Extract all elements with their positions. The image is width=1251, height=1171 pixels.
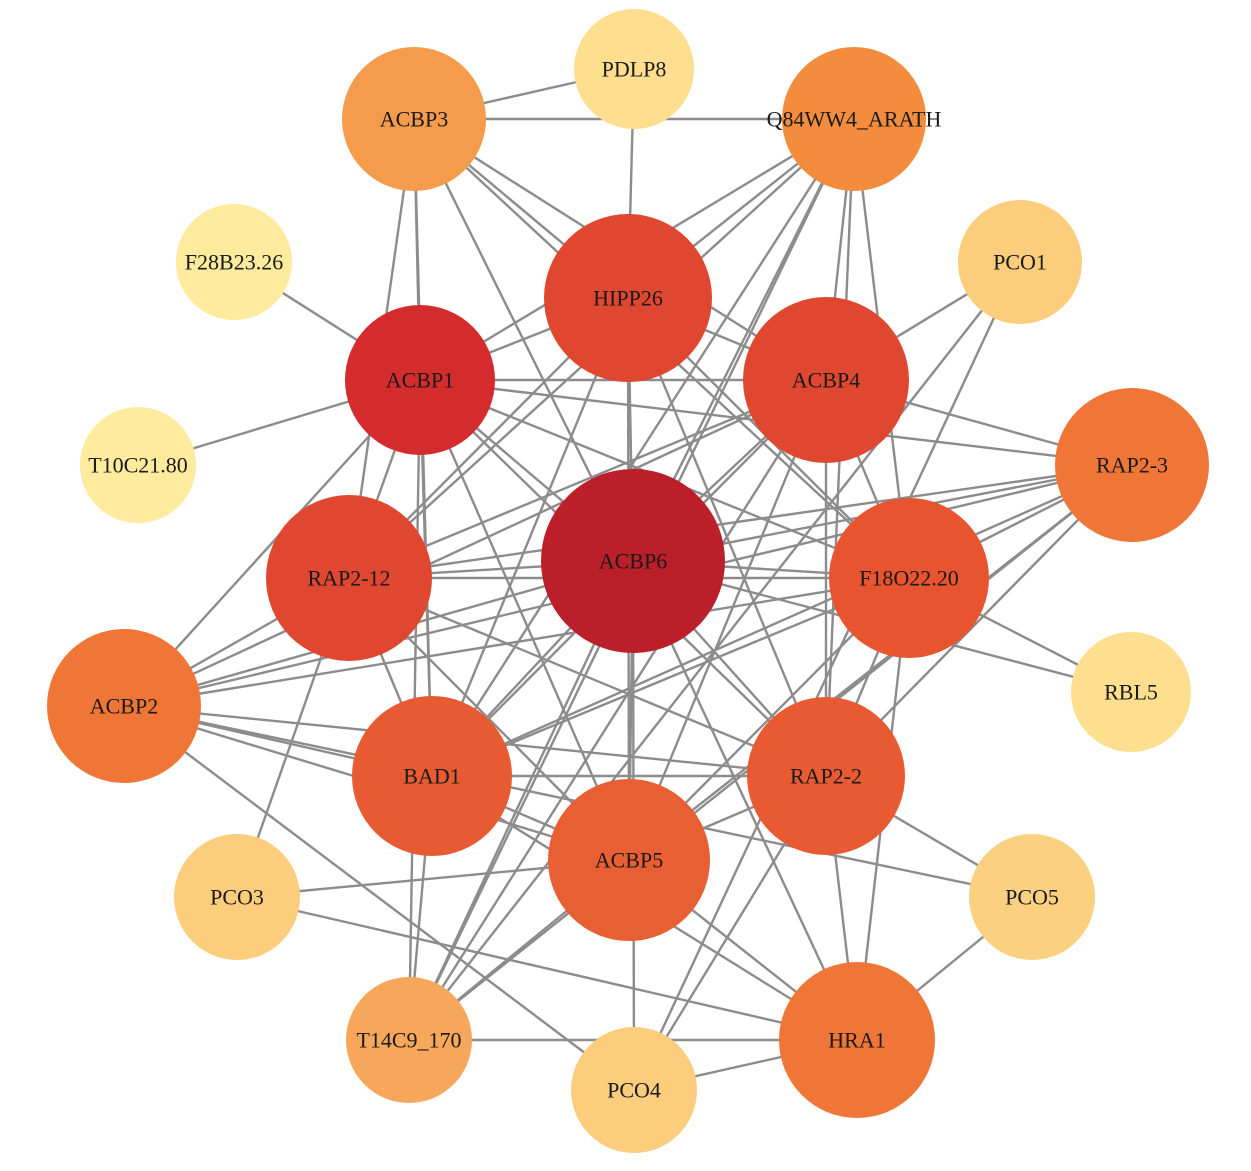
node-label: ACBP4 [792,368,860,393]
node-label: PCO5 [1005,885,1059,910]
node-acbp4[interactable]: ACBP4 [743,297,909,463]
node-label: ACBP2 [90,694,158,719]
node-f28b23-26[interactable]: F28B23.26 [176,204,292,320]
node-label: Q84WW4_ARATH [767,107,942,132]
node-rbl5[interactable]: RBL5 [1071,632,1191,752]
node-label: PCO3 [210,885,264,910]
node-label: RAP2-12 [307,566,390,591]
node-rap2-2[interactable]: RAP2-2 [747,697,905,855]
node-label: PDLP8 [602,57,667,82]
edge-acbp4-acbp2 [123,378,827,708]
node-t14c9-170[interactable]: T14C9_170 [346,977,472,1103]
edge-f18o22-20-bad1 [431,576,910,778]
node-circle[interactable] [958,200,1082,324]
edge-pco1-pco4 [632,261,1022,1091]
edge-pco1-t14c9-170 [408,261,1021,1041]
node-circle[interactable] [574,9,694,129]
edge-acbp4-t14c9-170 [407,379,828,1041]
node-circle[interactable] [266,495,432,661]
node-circle[interactable] [352,696,512,856]
node-circle[interactable] [1071,632,1191,752]
node-circle[interactable] [541,469,725,653]
node-label: PCO1 [993,250,1047,275]
node-acbp1[interactable]: ACBP1 [345,305,495,455]
edge-acbp4-rap2-12 [348,378,827,580]
node-t10c21-80[interactable]: T10C21.80 [80,407,196,523]
node-circle[interactable] [342,47,486,191]
node-acbp6[interactable]: ACBP6 [541,469,725,653]
node-circle[interactable] [174,834,300,960]
node-circle[interactable] [747,697,905,855]
node-circle[interactable] [345,305,495,455]
edge-acbp4-acbp5 [627,379,828,861]
node-hipp26[interactable]: HIPP26 [544,214,712,382]
node-label: F18O22.20 [859,566,959,591]
node-circle[interactable] [1055,388,1209,542]
node-label: T10C21.80 [88,453,188,478]
node-circle[interactable] [544,214,712,382]
node-pdlp8[interactable]: PDLP8 [574,9,694,129]
node-pco4[interactable]: PCO4 [571,1027,697,1153]
node-acbp2[interactable]: ACBP2 [47,629,201,783]
edge-acbp2-pco4 [123,705,635,1091]
edge-pco3-hra1 [236,895,858,1042]
node-label: HRA1 [828,1028,885,1053]
node-acbp5[interactable]: ACBP5 [548,779,710,941]
node-pco3[interactable]: PCO3 [174,834,300,960]
node-rap2-3[interactable]: RAP2-3 [1055,388,1209,542]
node-label: HIPP26 [593,286,663,311]
node-circle[interactable] [548,779,710,941]
edge-rap2-12-rap2-3 [348,463,1133,580]
node-pco5[interactable]: PCO5 [969,834,1095,960]
node-circle[interactable] [829,498,989,658]
node-circle[interactable] [779,962,935,1118]
node-rap2-12[interactable]: RAP2-12 [266,495,432,661]
node-circle[interactable] [47,629,201,783]
node-label: PCO4 [607,1078,661,1103]
node-acbp3[interactable]: ACBP3 [342,47,486,191]
node-label: RAP2-3 [1096,453,1168,478]
node-label: ACBP6 [599,549,667,574]
node-f18o22-20[interactable]: F18O22.20 [829,498,989,658]
edge-hipp26-bad1 [430,297,630,777]
node-circle[interactable] [969,834,1095,960]
node-label: BAD1 [403,764,460,789]
node-label: RBL5 [1104,680,1158,705]
node-circle[interactable] [571,1027,697,1153]
node-label: T14C9_170 [356,1028,461,1053]
node-circle[interactable] [346,977,472,1103]
node-circle[interactable] [80,407,196,523]
node-label: ACBP5 [595,848,663,873]
node-label: F28B23.26 [185,250,283,275]
node-circle[interactable] [176,204,292,320]
node-label: ACBP3 [380,107,448,132]
node-q84ww4-arath[interactable]: Q84WW4_ARATH [767,47,942,191]
node-bad1[interactable]: BAD1 [352,696,512,856]
node-pco1[interactable]: PCO1 [958,200,1082,324]
node-hra1[interactable]: HRA1 [779,962,935,1118]
edge-bad1-q84ww4-arath [430,118,856,777]
edge-f18o22-20-acbp2 [123,576,910,708]
edge-bad1-rap2-3 [431,463,1133,778]
node-label: ACBP1 [386,368,454,393]
node-label: RAP2-2 [790,764,862,789]
node-circle[interactable] [743,297,909,463]
edge-acbp1-acbp5 [418,379,631,861]
node-circle[interactable] [782,47,926,191]
